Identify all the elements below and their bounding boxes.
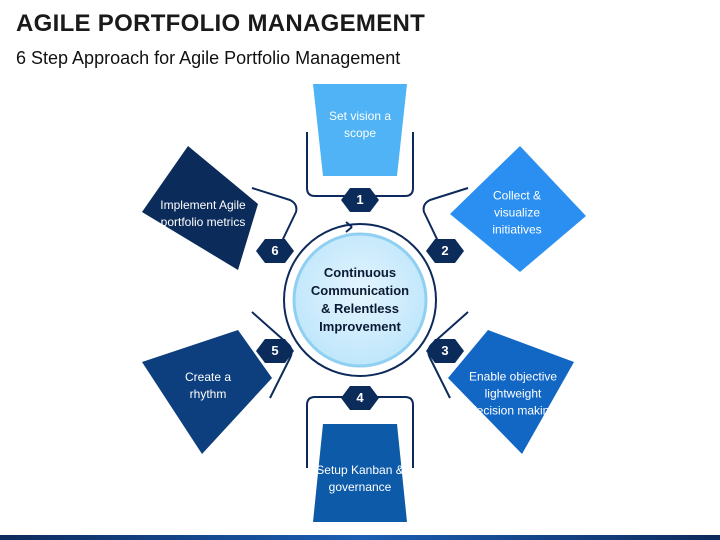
center-label: Continuous Communication & Relentless Im… <box>300 264 420 336</box>
center-circle <box>292 232 428 368</box>
step-4-shape <box>313 424 407 522</box>
step-1-label: Set vision a scope <box>328 109 392 140</box>
step-2-label: Collect & visualize initiatives <box>492 188 542 237</box>
page-title: AGILE PORTFOLIO MANAGEMENT <box>16 10 426 37</box>
step-4-hexagon <box>341 386 379 410</box>
step-2-hexagon <box>426 239 464 263</box>
step-5-label: Create a rhythm <box>184 370 232 401</box>
step-5-hexagon <box>256 339 294 363</box>
center-line-1: Continuous <box>323 265 397 280</box>
step-1-number: 1 <box>356 192 364 207</box>
step-6-label: Implement Agile portfolio metrics <box>160 198 246 229</box>
footer-bar <box>0 535 720 540</box>
center-line-4: Improvement <box>319 319 401 334</box>
step-4-number: 4 <box>356 390 364 405</box>
step-2-frame <box>422 187 469 263</box>
step-5-number: 5 <box>271 343 279 358</box>
step-1-shape <box>313 84 407 176</box>
step-5-shape <box>142 330 272 454</box>
ring-arrow-icon <box>345 221 353 233</box>
step-6-number: 6 <box>271 243 279 258</box>
step-6-hexagon <box>256 239 294 263</box>
page-subtitle: 6 Step Approach for Agile Portfolio Mana… <box>16 48 401 68</box>
center-outer-ring <box>283 223 437 377</box>
center-line-3: & Relentless <box>320 301 400 316</box>
step-6-shape <box>142 146 258 270</box>
step-3-number: 3 <box>441 343 449 358</box>
step-1-hexagon <box>341 188 379 212</box>
step-4-label: Setup Kanban & governance <box>316 463 404 494</box>
step-6-frame <box>251 187 298 263</box>
step-2-number: 2 <box>441 243 449 258</box>
step-3-label: Enable objective lightweight decision ma… <box>468 369 558 418</box>
center-line-2: Communication <box>310 283 410 298</box>
step-3-hexagon <box>426 339 464 363</box>
step-3-shape <box>448 330 574 454</box>
step-2-shape <box>450 146 586 272</box>
